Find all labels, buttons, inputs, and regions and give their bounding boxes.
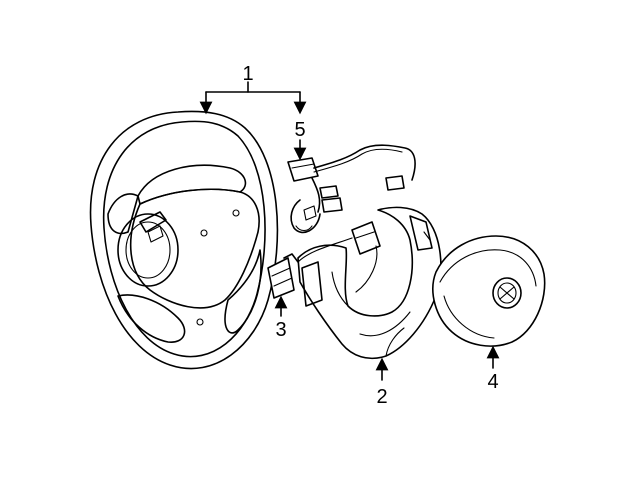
wire-harness [287, 144, 416, 234]
callout-5: 5 [294, 119, 305, 141]
steering-wheel [89, 110, 279, 370]
callout-2: 2 [376, 386, 387, 408]
callout-1: 1 [242, 63, 253, 85]
airbag-module [432, 235, 546, 347]
trim-cover [297, 206, 442, 360]
callout-4: 4 [487, 371, 498, 393]
switch-assembly [267, 253, 299, 299]
callout-3: 3 [275, 319, 286, 341]
callout-leaders [199, 81, 500, 381]
